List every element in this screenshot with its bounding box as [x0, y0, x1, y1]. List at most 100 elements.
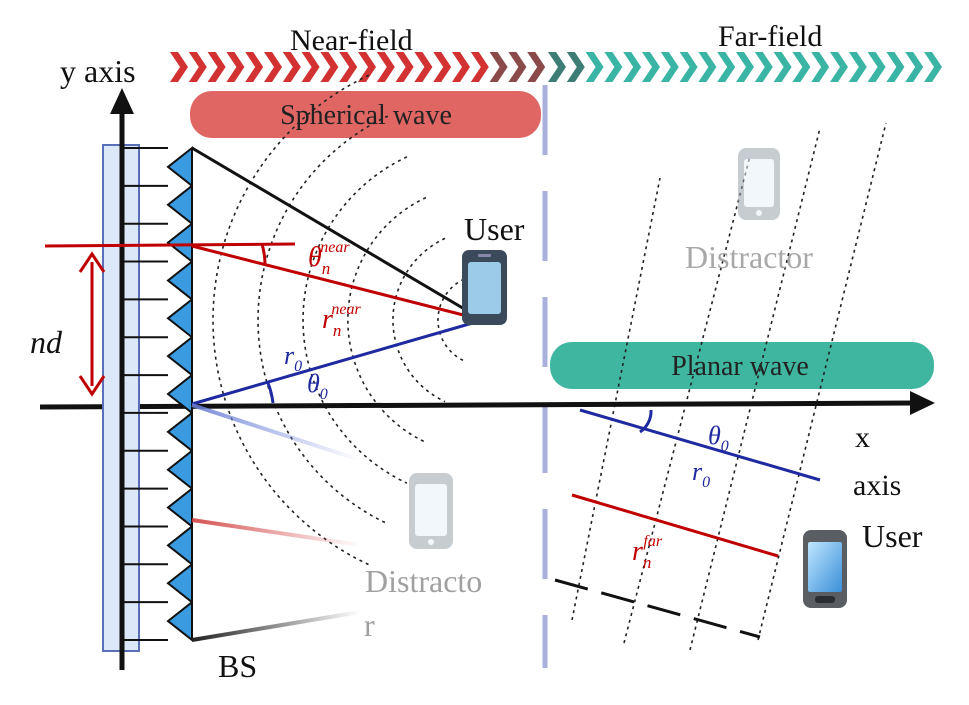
antenna-array	[122, 145, 193, 643]
planar-wavefront	[571, 177, 661, 621]
spherical-wavefronts	[212, 74, 465, 566]
far-user-label: User	[862, 518, 923, 554]
near-user-phone-icon	[462, 250, 507, 325]
far-chevron	[717, 52, 736, 82]
r-n-near-label: rnnear	[322, 301, 362, 340]
spherical-wavefront-arc	[437, 278, 465, 362]
near-chevron	[339, 52, 358, 82]
near-chevron	[320, 52, 339, 82]
distractor-link-gray	[191, 610, 361, 642]
near-chevron	[188, 52, 207, 82]
near-chevron	[527, 52, 546, 82]
distractor-link-red	[191, 518, 361, 547]
far-edge-dashed-line	[554, 578, 761, 639]
antenna-element	[166, 410, 193, 453]
theta0-far-label: θ0	[708, 421, 729, 455]
antenna-element	[166, 562, 193, 605]
far-user-phone-icon	[803, 530, 847, 608]
far-chevron	[585, 52, 604, 82]
far-chevron	[604, 52, 623, 82]
antenna-element	[166, 486, 193, 529]
far-chevron	[905, 52, 924, 82]
near-chevron	[282, 52, 301, 82]
far-chevron	[698, 52, 717, 82]
near-chevron	[245, 52, 264, 82]
spherical-wave-band	[190, 91, 541, 138]
r-n-far-label: rnfar	[632, 533, 663, 572]
far-chevron	[548, 52, 566, 82]
r0-far-line	[579, 408, 821, 482]
far-field-label: Far-field	[718, 20, 822, 53]
antenna-element	[166, 145, 193, 188]
near-chevron	[264, 52, 282, 82]
aperture-edge-line	[191, 146, 484, 322]
planar-wave-label: Planar wave	[671, 351, 809, 382]
far-chevron	[679, 52, 698, 82]
r-n-near-line	[191, 244, 484, 322]
far-chevron	[830, 52, 848, 82]
far-chevron	[566, 52, 585, 82]
near-chevron	[452, 52, 470, 82]
theta-n-near-label: θnnear	[308, 239, 350, 278]
nd-arrow-up	[78, 251, 106, 273]
far-chevron	[867, 52, 886, 82]
planar-wavefront	[757, 122, 887, 641]
far-chevron	[623, 52, 642, 82]
antenna-element	[166, 600, 193, 643]
near-user-label: User	[464, 211, 525, 247]
y-axis-arrowhead	[110, 88, 134, 114]
near-chevron	[395, 52, 414, 82]
bs-label: BS	[218, 648, 257, 684]
antenna-element	[166, 259, 193, 302]
spherical-wavefront-arc	[302, 156, 408, 484]
distractor-link-blue	[191, 403, 361, 462]
theta0-far-arc	[639, 409, 653, 434]
planar-wavefront	[689, 127, 821, 651]
far-chevron	[924, 52, 942, 82]
theta0-near-arc	[266, 382, 275, 404]
far-chevron	[642, 52, 660, 82]
near-chevron	[376, 52, 395, 82]
far-chevron	[792, 52, 811, 82]
antenna-element	[166, 183, 193, 226]
near-chevron	[226, 52, 245, 82]
r0-near-line	[191, 318, 484, 406]
near-chevron	[207, 52, 226, 82]
y-axis-label: y axis	[60, 53, 136, 89]
near-chevron	[470, 52, 489, 82]
far-chevron	[886, 52, 905, 82]
near-chevron	[301, 52, 320, 82]
near-chevron	[433, 52, 452, 82]
antenna-element	[166, 297, 193, 340]
near-distractor-label-line2: r	[364, 607, 375, 643]
antenna-element	[166, 335, 193, 378]
far-chevron	[773, 52, 792, 82]
x-axis	[39, 400, 916, 410]
planar-wavefronts	[571, 122, 887, 651]
antenna-element	[166, 221, 193, 264]
near-chevron	[170, 52, 188, 82]
far-distractor-phone-icon	[738, 148, 780, 220]
near-chevron	[414, 52, 433, 82]
x-axis-label-x: x	[855, 421, 870, 454]
x-axis-label-axis: axis	[853, 469, 901, 502]
nd-arrow-down	[78, 375, 106, 397]
near-field-label: Near-field	[290, 24, 413, 57]
near-distractor-label-line1: Distracto	[365, 563, 482, 599]
antenna-element	[166, 448, 193, 491]
x-axis-arrowhead	[910, 391, 935, 415]
theta0-near-label: θ0	[307, 369, 328, 403]
near-distractor-phone-icon	[409, 473, 453, 549]
far-field-chevrons	[548, 52, 942, 82]
antenna-element	[166, 524, 193, 567]
near-field-chevrons	[170, 52, 546, 82]
near-chevron	[489, 52, 508, 82]
spherical-wavefront-arc	[347, 196, 427, 444]
spherical-wavefront-arc	[392, 237, 446, 403]
element-n-reference-line	[44, 242, 296, 248]
far-chevron	[736, 52, 754, 82]
r0-far-label: r0	[692, 457, 710, 491]
far-chevron	[811, 52, 830, 82]
r-n-far-line	[571, 493, 779, 558]
